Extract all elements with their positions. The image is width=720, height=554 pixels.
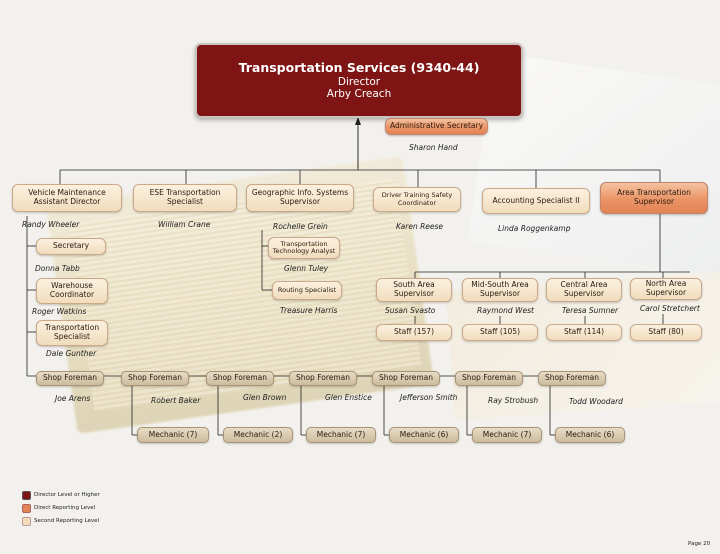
south-area-name: Susan Svasto [385,306,436,315]
mechanic-count: Mechanic (2) [233,429,283,439]
central-area-name: Teresa Sumner [562,306,619,315]
mid-south-area-name: Raymond West [477,306,534,315]
legend-direct-label: Direct Reporting Level [34,505,96,511]
director-title: Transportation Services (9340-44) [238,60,480,76]
central-area-role: Central Area Supervisor [560,280,608,298]
page-number: Page 20 [688,541,711,547]
central-staff-box: Staff (114) [546,324,622,341]
shop-foreman-name: Glen Brown [243,393,287,402]
shop-foreman-role: Shop Foreman [127,373,183,383]
mechanic-count: Mechanic (7) [316,429,366,439]
shop-foreman-name: Robert Baker [151,396,201,405]
accounting-specialist-role: Accounting Specialist II [492,195,580,205]
shop-foreman-role: Shop Foreman [378,373,434,383]
mid-south-staff-box: Staff (105) [462,324,538,341]
secretary-box: Secretary [36,238,106,255]
south-area-box: South Area Supervisor [376,278,452,302]
central-staff: Staff (114) [563,327,605,337]
secretary-role: Secretary [52,241,90,251]
warehouse-coordinator-name: Roger Watkins [32,307,87,316]
routing-specialist-name: Treasure Harris [280,306,338,315]
vm-assistant-director-name: Randy Wheeler [22,220,80,229]
tech-analyst-role: Transportation Technology Analyst [272,239,336,255]
mechanic-count: Mechanic (6) [565,429,615,439]
warehouse-coordinator-role: Warehouse Coordinator [49,281,95,299]
shop-foreman-name: Ray Strobush [488,396,539,405]
shop-foreman-box: Shop Foreman [455,371,523,386]
mid-south-area-box: Mid-South Area Supervisor [462,278,538,302]
accounting-specialist-box: Accounting Specialist II [482,188,590,214]
mid-south-area-role: Mid-South Area Supervisor [471,280,529,298]
north-staff-box: Staff (80) [630,324,702,341]
shop-foreman-name: Jefferson Smith [400,393,458,402]
shop-foreman-role: Shop Foreman [42,373,98,383]
secretary-name: Donna Tabb [35,264,80,273]
gis-supervisor-box: Geographic Info. Systems Supervisor [246,184,354,212]
north-area-name: Carol Stretchert [640,304,700,313]
mechanic-box: Mechanic (6) [555,427,625,443]
mechanic-count: Mechanic (7) [148,429,198,439]
shop-foreman-box: Shop Foreman [372,371,440,386]
mechanic-count: Mechanic (7) [482,429,532,439]
mechanic-box: Mechanic (6) [389,427,459,443]
director-box: Transportation Services (9340-44) Direct… [195,43,523,118]
tech-analyst-box: Transportation Technology Analyst [268,237,340,259]
director-name: Arby Creach [326,87,392,100]
admin-secretary-name: Sharon Hand [409,143,458,152]
shop-foreman-box: Shop Foreman [289,371,357,386]
mechanic-box: Mechanic (7) [137,427,209,443]
accounting-specialist-name: Linda Roggenkamp [498,224,571,233]
north-staff: Staff (80) [648,327,684,337]
transportation-specialist-role: Transportation Specialist [44,323,100,341]
area-supervisor-role: Area Transportation Supervisor [617,188,691,206]
north-area-role: North Area Supervisor [645,279,687,297]
gis-supervisor-role: Geographic Info. Systems Supervisor [251,188,349,206]
mid-south-staff: Staff (105) [479,327,521,337]
shop-foreman-box: Shop Foreman [538,371,606,386]
south-area-role: South Area Supervisor [393,280,435,298]
transportation-specialist-name: Dale Gunther [46,349,97,358]
admin-secretary-role: Administrative Secretary [389,121,484,131]
warehouse-coordinator-box: Warehouse Coordinator [36,278,108,304]
mechanic-box: Mechanic (7) [306,427,376,443]
driver-training-box: Driver Training Safety Coordinator [373,187,461,212]
routing-specialist-role: Routing Specialist [277,285,337,294]
shop-foreman-role: Shop Foreman [544,373,600,383]
shop-foreman-box: Shop Foreman [206,371,274,386]
vm-assistant-director-box: Vehicle Maintenance Assistant Director [12,184,122,212]
shop-foreman-name: Glen Enstice [325,393,372,402]
shop-foreman-role: Shop Foreman [212,373,268,383]
north-area-box: North Area Supervisor [630,278,702,300]
mechanic-box: Mechanic (7) [472,427,542,443]
central-area-box: Central Area Supervisor [546,278,622,302]
director-role: Director [337,75,381,88]
mechanic-box: Mechanic (2) [223,427,293,443]
legend-second-label: Second Reporting Level [34,518,99,524]
ese-specialist-box: ESE Transportation Specialist [133,184,237,212]
driver-training-name: Karen Reese [396,222,444,231]
legend-director-label: Director Level or Higher [34,492,100,498]
gis-supervisor-name: Rochelle Grein [273,222,328,231]
legend-swatch-director [22,491,31,500]
shop-foreman-name: Joe Arens [55,394,91,403]
shop-foreman-name: Todd Woodard [569,397,623,406]
tech-analyst-name: Glenn Tuley [284,264,329,273]
transportation-specialist-box: Transportation Specialist [36,320,108,346]
area-supervisor-box: Area Transportation Supervisor [600,182,708,214]
shop-foreman-role: Shop Foreman [461,373,517,383]
admin-secretary-box: Administrative Secretary [385,118,488,135]
vm-assistant-director-role: Vehicle Maintenance Assistant Director [28,188,106,206]
legend-swatch-second [22,517,31,526]
shop-foreman-box: Shop Foreman [36,371,104,386]
south-staff-box: Staff (157) [376,324,452,341]
ese-specialist-name: William Crane [158,220,211,229]
routing-specialist-box: Routing Specialist [272,281,342,300]
legend-swatch-direct [22,504,31,513]
shop-foreman-box: Shop Foreman [121,371,189,386]
south-staff: Staff (157) [393,327,435,337]
ese-specialist-role: ESE Transportation Specialist [149,188,221,206]
mechanic-count: Mechanic (6) [399,429,449,439]
shop-foreman-role: Shop Foreman [295,373,351,383]
driver-training-role: Driver Training Safety Coordinator [381,191,453,207]
